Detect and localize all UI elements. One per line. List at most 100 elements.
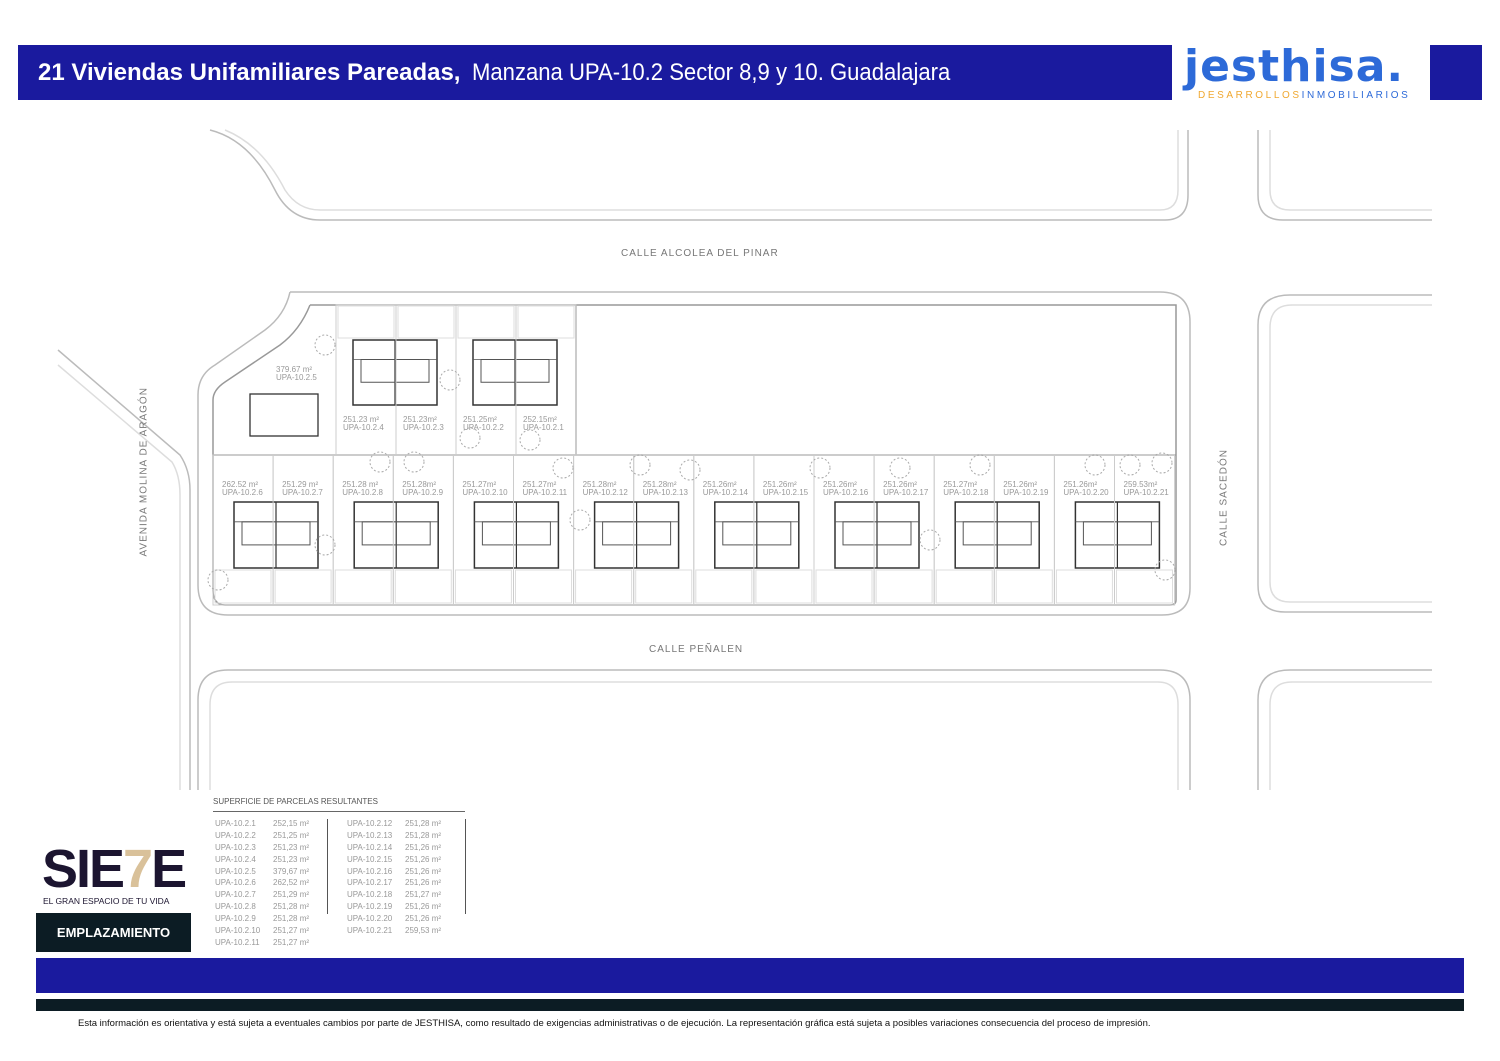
parcel-id-label: UPA-10.2.21 — [1124, 488, 1170, 497]
garden-strip — [334, 569, 392, 604]
garden-strip — [515, 569, 572, 604]
parcel-area-label: 251.26m² — [1063, 480, 1097, 489]
tree-icon — [569, 509, 591, 531]
garden-strip — [815, 569, 873, 604]
parcel-id: UPA-10.2.15 — [347, 854, 393, 864]
garden-strip — [635, 569, 693, 604]
footer-blue-bar — [36, 958, 1464, 993]
parcel-area: 379,67 m² — [273, 866, 310, 876]
logo-subtitle: DESARROLLOSINMOBILIARIOS — [1198, 90, 1410, 101]
garden-strip — [517, 305, 575, 339]
semi-detached-house — [593, 501, 680, 569]
parcel-id-label: UPA-10.2.16 — [823, 488, 869, 497]
parcel-area-label: 251.27m² — [462, 480, 496, 489]
street-label-avenida: AVENIDA MOLINA DE ARAGÓN — [138, 387, 150, 557]
tree-icon — [459, 427, 481, 449]
garden-strip — [1116, 569, 1173, 604]
parcel-area-label: 251.26m² — [883, 480, 917, 489]
block-south-east-inner — [1269, 681, 1432, 790]
parcel-id-label: UPA-10.2.19 — [1003, 488, 1049, 497]
parcel-id: UPA-10.2.1 — [215, 819, 256, 828]
garden-strip — [397, 305, 455, 339]
parcel-area-label: 251.23 m² — [343, 415, 379, 424]
garden-strip — [214, 569, 272, 604]
logo-sub-b: INMOBILIARIOS — [1301, 90, 1411, 101]
parcel-area: 251,27 m² — [273, 926, 310, 936]
parcel-area-table: SUPERFICIE DE PARCELAS RESULTANTES UPA-1… — [213, 797, 466, 947]
table-row: UPA-10.2.4 251,23 m² — [215, 855, 309, 867]
tree-icon — [403, 451, 425, 473]
tree-icon — [552, 457, 574, 479]
parcel-area: 252,15 m² — [273, 819, 310, 828]
semi-detached-house — [473, 501, 560, 569]
tree-icon — [889, 457, 911, 479]
parcel-area-label: 251.29 m² — [282, 480, 318, 489]
parcel-id-label: UPA-10.2.17 — [883, 488, 929, 497]
parcel-id-label: UPA-10.2.18 — [943, 488, 989, 497]
column-divider — [465, 819, 466, 914]
parcel-area: 251,28 m² — [405, 819, 442, 828]
parcel-area: 251,29 m² — [273, 890, 310, 900]
parcel-id-label: UPA-10.2.12 — [583, 488, 629, 497]
street-label-sacedon: CALLE SACEDÓN — [1218, 449, 1230, 546]
parcel-id-label: UPA-10.2.8 — [342, 488, 383, 497]
parcel-id: UPA-10.2.4 — [215, 854, 256, 864]
parcel-id: UPA-10.2.7 — [215, 890, 256, 900]
parcel-area-label: 251.28m² — [583, 480, 617, 489]
block-south-east — [1257, 669, 1432, 790]
column-divider — [327, 819, 328, 914]
street-label-penalen: CALLE PEÑALEN — [649, 644, 744, 655]
tree-icon — [969, 454, 991, 476]
logo-part: E — [151, 839, 187, 899]
parcel-area: 251,26 m² — [405, 914, 442, 924]
garden-strip — [935, 569, 993, 604]
avenue-line — [57, 349, 191, 790]
parcel-area-label: 251.26m² — [703, 480, 737, 489]
semi-detached-house — [954, 501, 1040, 569]
semi-detached-house — [233, 501, 319, 569]
garden-strip — [755, 569, 813, 604]
parcel-id-label: UPA-10.2.1 — [523, 423, 564, 432]
parcel-area: 251,23 m² — [273, 854, 310, 864]
garden-strip — [875, 569, 933, 604]
semi-detached-house — [714, 501, 800, 569]
parcel-area: 251,26 m² — [405, 842, 442, 852]
semi-detached-house — [472, 339, 558, 406]
garden-strip — [337, 305, 395, 339]
title-bold: 21 Viviendas Unifamiliares Pareadas, — [38, 58, 461, 86]
parcel-id-label: UPA-10.2.9 — [402, 488, 443, 497]
parcel-id-label: UPA-10.2.11 — [523, 488, 568, 497]
logo-part: SIE — [42, 839, 125, 899]
garden-strip — [457, 305, 515, 339]
block-south-inner — [209, 681, 1179, 790]
tree-icon — [207, 569, 229, 591]
street-outlines — [57, 129, 1432, 790]
parcel-id-label: UPA-10.2.13 — [643, 488, 689, 497]
parcel-id-label: UPA-10.2.15 — [763, 488, 809, 497]
table-title: SUPERFICIE DE PARCELAS RESULTANTES — [213, 797, 378, 806]
tree-icon — [809, 457, 831, 479]
tagline: EL GRAN ESPACIO DE TU VIDA — [43, 896, 170, 906]
parcel-area: 251,28 m² — [273, 902, 310, 912]
street-label-alcolea: CALLE ALCOLEA DEL PINAR — [621, 248, 779, 259]
parcel-area-label: 379.67 m² — [276, 365, 312, 374]
block-north-right — [1257, 130, 1432, 221]
parcel-id: UPA-10.2.21 — [347, 926, 393, 936]
garden-strip — [394, 569, 452, 604]
parcel-id: UPA-10.2.9 — [215, 914, 256, 924]
parcel-area-label: 251.25m² — [463, 415, 497, 424]
footer-dark-bar — [36, 999, 1464, 1011]
semi-detached-house — [352, 339, 438, 406]
parcel-area: 251,23 m² — [273, 842, 310, 852]
block-north-left-inner — [224, 129, 1179, 211]
parcel-id: UPA-10.2.17 — [347, 878, 393, 888]
jesthisa-logo: jesthisa. DESARROLLOSINMOBILIARIOS — [1172, 41, 1430, 101]
block-east-inner — [1269, 304, 1432, 603]
